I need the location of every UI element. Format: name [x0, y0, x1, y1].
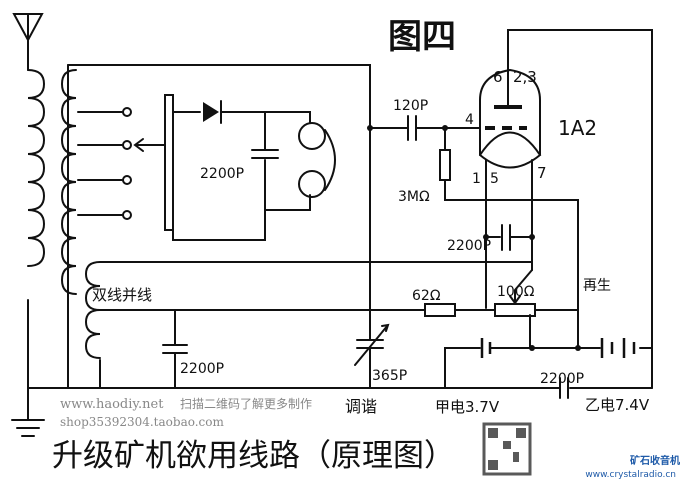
grid-wire — [369, 127, 579, 341]
potentiometer-100 — [494, 303, 536, 317]
qr-code-icon — [482, 422, 532, 476]
watermark-shop: shop35392304.taobao.com — [60, 415, 224, 429]
label-battery-a: 甲电3.7V — [435, 398, 500, 416]
label-100: 100Ω — [497, 284, 535, 300]
label-pin4: 4 — [465, 112, 474, 128]
ground-icon — [11, 419, 45, 437]
antenna-icon — [12, 13, 44, 43]
watermark-note: 扫描二维码了解更多制作 — [180, 397, 312, 411]
label-pin6: 6 — [493, 68, 503, 86]
label-tube: 1A2 — [558, 116, 597, 140]
label-pin7: 7 — [537, 164, 547, 182]
battery-wires — [27, 309, 653, 389]
secondary-coil — [60, 64, 77, 389]
diagram-title: 图四 — [388, 17, 456, 57]
capacitor-bottom — [559, 377, 569, 399]
capacitor-detector — [251, 149, 279, 159]
vacuum-tube-icon — [479, 68, 542, 169]
primary-coil — [27, 69, 46, 267]
label-battery-b: 乙电7.4V — [585, 396, 650, 414]
selector-switch — [133, 94, 174, 231]
tuning-capacitor — [354, 323, 390, 389]
label-2200p-detector: 2200P — [200, 166, 244, 182]
bifilar-coil — [84, 261, 579, 389]
label-tuning: 调谐 — [345, 397, 377, 416]
label-120p: 120P — [393, 98, 428, 114]
watermark-logo: 矿石收音机 — [630, 454, 680, 467]
resistor-62 — [424, 303, 456, 317]
label-2200p-bottom: 2200P — [540, 371, 584, 387]
label-pin1: 1 — [472, 171, 481, 187]
coupling-capacitor — [407, 115, 417, 141]
label-365p: 365P — [372, 368, 407, 384]
label-pin5: 5 — [490, 171, 499, 187]
tube-capacitor — [501, 224, 511, 251]
diode-icon — [203, 100, 222, 124]
plate-wire — [507, 29, 653, 389]
pot-wiper — [509, 269, 533, 305]
tap-contacts — [122, 107, 132, 220]
capacitor-coil — [162, 309, 188, 389]
switch-return-wire — [172, 209, 266, 241]
watermark-site: www.haodiy.net — [60, 397, 164, 412]
label-regen: 再生 — [583, 278, 611, 294]
top-wire — [67, 64, 371, 341]
watermark-logo-url: www.crystalradio.cn — [585, 470, 676, 480]
label-bifilar: 双线并线 — [92, 286, 152, 304]
diagram-caption: 升级矿机欲用线路（原理图） — [52, 438, 455, 474]
battery-icons — [480, 338, 636, 358]
label-3m: 3MΩ — [398, 189, 430, 205]
label-2200p-coil: 2200P — [180, 361, 224, 377]
label-pin23: 2,3 — [513, 68, 537, 86]
label-62: 62Ω — [412, 288, 441, 304]
earphone-icon — [298, 122, 336, 198]
grid-resistor — [439, 149, 451, 181]
label-2200p-tube: 2200P — [447, 238, 491, 254]
coil-taps — [77, 111, 123, 216]
